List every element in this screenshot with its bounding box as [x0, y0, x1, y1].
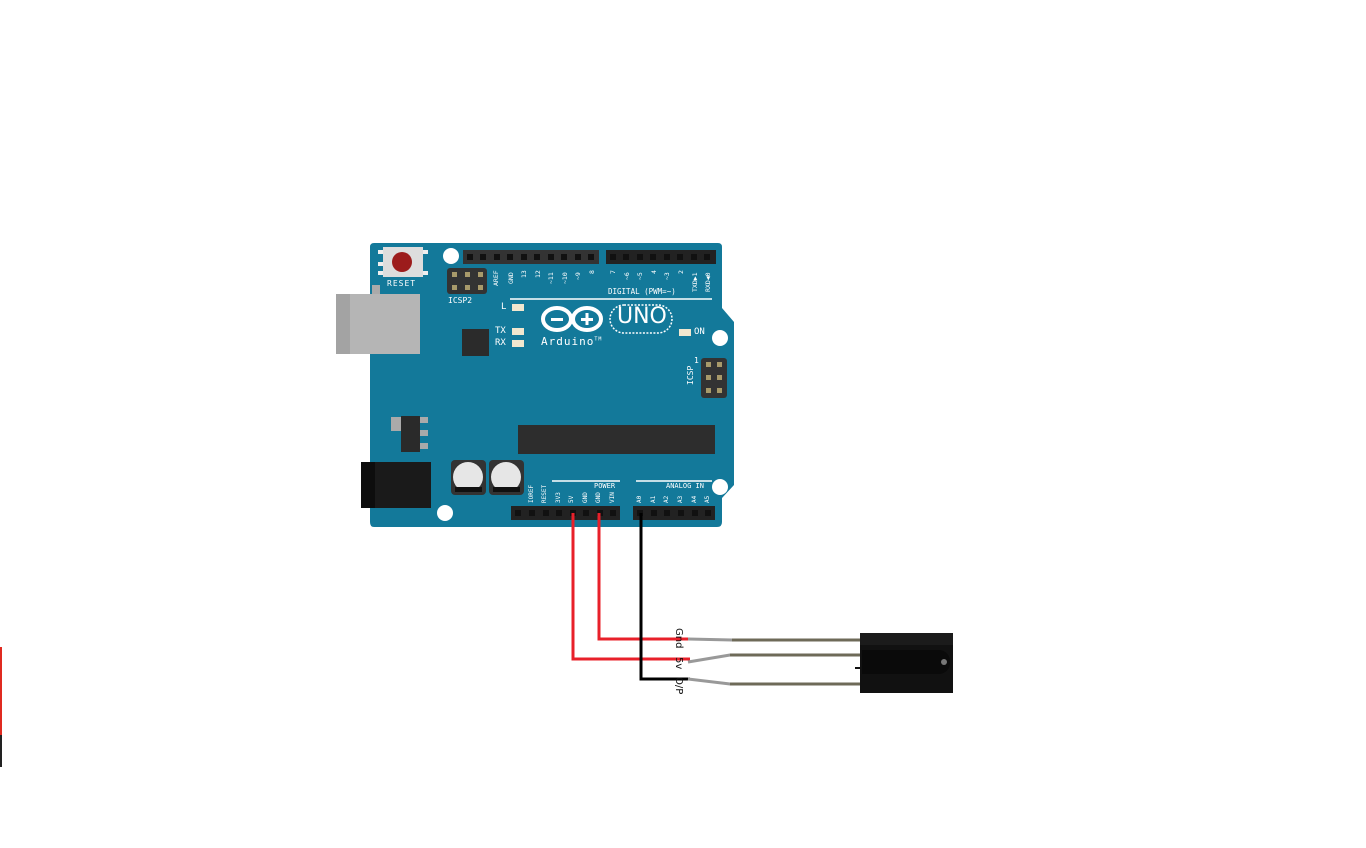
wire-gnd	[597, 513, 690, 641]
sensor-leads	[687, 637, 862, 686]
left-edge-artifact-dark	[0, 735, 2, 767]
led-rx-label: RX	[495, 338, 506, 348]
sensor-pin-label-op: O/P	[673, 677, 684, 695]
trademark: TM	[594, 336, 603, 343]
board-graphic	[336, 243, 734, 527]
analog-in-label: ANALOG IN	[666, 482, 704, 490]
arduino-uno-board: RESET ICSP2 DIGITAL (PWM=~) L TX RX ON U…	[336, 240, 736, 532]
left-edge-artifact-red	[0, 647, 2, 735]
reset-label: RESET	[387, 279, 417, 288]
wire-signal	[639, 513, 690, 681]
led-on-label: ON	[694, 327, 705, 337]
icsp2-label: ICSP2	[448, 296, 473, 305]
led-l-label: L	[501, 302, 507, 312]
digital-label: DIGITAL (PWM=~)	[608, 287, 676, 296]
led-tx-label: TX	[495, 326, 506, 336]
uno-logo-text: UNO	[617, 304, 667, 329]
arduino-logo-text: ArduinoTM	[541, 335, 602, 348]
icsp-pin1-label: 1	[694, 356, 699, 365]
wire-5v	[571, 513, 690, 661]
sensor-pin-label-gnd: Gnd	[673, 628, 684, 649]
ir-receiver-sensor	[855, 633, 953, 693]
sensor-pin-label-5v: 5v	[673, 657, 684, 670]
arduino-name: Arduino	[541, 335, 595, 348]
power-label: POWER	[594, 482, 616, 490]
